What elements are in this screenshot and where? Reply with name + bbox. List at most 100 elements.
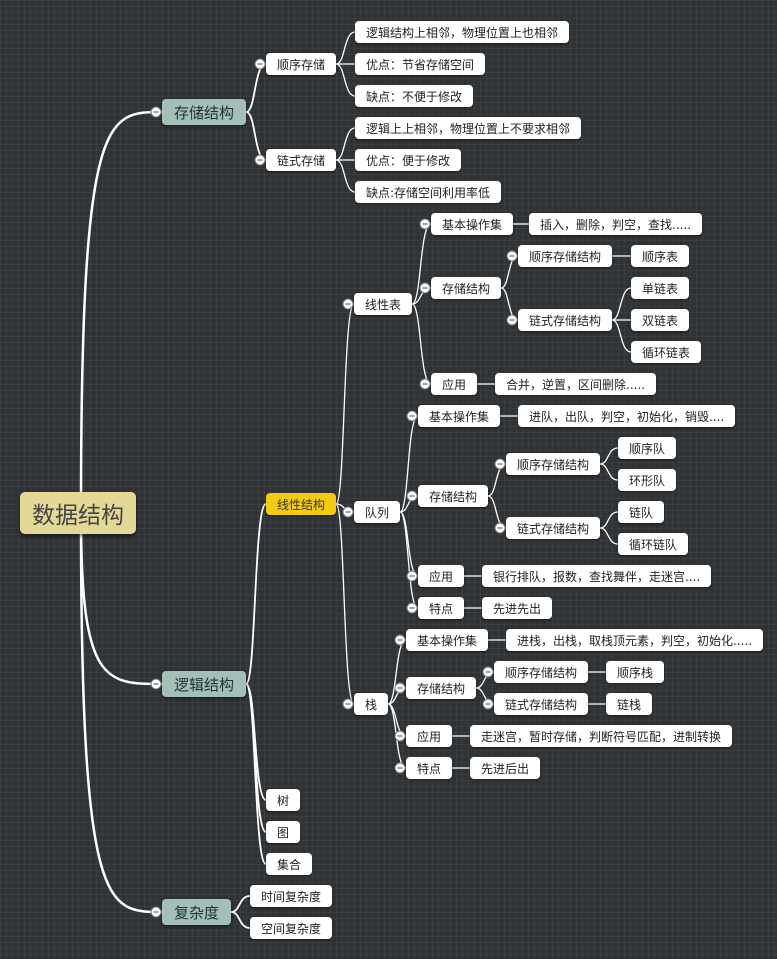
connector-line xyxy=(611,287,632,321)
collapse-toggle-icon[interactable] xyxy=(494,458,506,470)
list-linked-item[interactable]: 双链表 xyxy=(631,309,690,331)
queue-operations-value[interactable]: 进队，出队，判空，初始化，销毁.... xyxy=(518,405,736,427)
connector-line xyxy=(599,527,619,545)
collapse-toggle-icon[interactable] xyxy=(482,666,494,678)
collapse-toggle-icon[interactable] xyxy=(406,410,418,422)
queue-feature-value[interactable]: 先进先出 xyxy=(482,597,553,619)
stack-feature-value[interactable]: 先进后出 xyxy=(470,757,541,779)
list-sequential-storage[interactable]: 顺序存储结构 xyxy=(518,245,613,267)
collapse-toggle-icon[interactable] xyxy=(394,682,406,694)
collapse-toggle-icon[interactable] xyxy=(482,698,494,710)
queue-application-value[interactable]: 银行排队，报数，查找舞伴，走迷宫.... xyxy=(482,565,712,587)
stack-application-value[interactable]: 走迷宫，暂时存储，判断符号匹配，进制转换 xyxy=(470,725,733,747)
topic-linear-list[interactable]: 线性表 xyxy=(354,293,413,315)
collapse-toggle-icon[interactable] xyxy=(394,730,406,742)
connector-line xyxy=(79,516,163,914)
topic-storage-structure[interactable]: 存储结构 xyxy=(162,99,247,125)
list-application-value[interactable]: 合并，逆置，区间删除..... xyxy=(495,373,657,395)
root-topic[interactable]: 数据结构 xyxy=(20,492,136,534)
topic-linear-structure[interactable]: 线性结构 xyxy=(266,493,337,515)
queue-basic-operations[interactable]: 基本操作集 xyxy=(418,405,501,427)
queue-application[interactable]: 应用 xyxy=(418,565,465,587)
stack-operations-value[interactable]: 进栈，出栈，取栈顶元素，判空，初始化..... xyxy=(506,629,764,651)
stack-sequential-item[interactable]: 顺序栈 xyxy=(606,661,665,683)
collapse-toggle-icon[interactable] xyxy=(394,634,406,646)
stack-sequential-storage[interactable]: 顺序存储结构 xyxy=(494,661,589,683)
linked-storage-item[interactable]: 优点：便于修改 xyxy=(355,149,462,171)
queue-linked-item[interactable]: 循环链队 xyxy=(618,533,689,555)
connector-line xyxy=(79,516,163,686)
collapse-toggle-icon[interactable] xyxy=(342,298,354,310)
connector-line xyxy=(245,683,267,865)
collapse-toggle-icon[interactable] xyxy=(419,218,431,230)
connector-line xyxy=(79,110,163,510)
sequential-storage-item[interactable]: 优点：节省存储空间 xyxy=(355,53,486,75)
connector-line xyxy=(335,303,355,505)
connector-line xyxy=(335,159,356,193)
complexity-time[interactable]: 时间复杂度 xyxy=(250,885,333,907)
list-basic-operations[interactable]: 基本操作集 xyxy=(431,213,514,235)
collapse-toggle-icon[interactable] xyxy=(419,282,431,294)
collapse-toggle-icon[interactable] xyxy=(494,522,506,534)
list-linked-item[interactable]: 单链表 xyxy=(631,277,690,299)
list-operations-value[interactable]: 插入，删除，判空，查找..... xyxy=(529,213,703,235)
list-application[interactable]: 应用 xyxy=(431,373,478,395)
stack-linked-item[interactable]: 链栈 xyxy=(606,693,653,715)
sequential-storage-item[interactable]: 缺点：不便于修改 xyxy=(355,85,474,107)
topic-sequential-storage[interactable]: 顺序存储 xyxy=(266,53,337,75)
topic-queue[interactable]: 队列 xyxy=(354,501,401,523)
connector-line xyxy=(245,63,267,113)
linked-storage-item[interactable]: 逻辑上上相邻，物理位置上不要求相邻 xyxy=(355,117,582,139)
list-storage-structure[interactable]: 存储结构 xyxy=(431,277,502,299)
collapse-toggle-icon[interactable] xyxy=(406,490,418,502)
topic-set[interactable]: 集合 xyxy=(266,853,313,875)
sequential-storage-item[interactable]: 逻辑结构上相邻，物理位置上也相邻 xyxy=(355,21,570,43)
list-linked-item[interactable]: 循环链表 xyxy=(631,341,702,363)
topic-logical-structure[interactable]: 逻辑结构 xyxy=(162,671,247,697)
list-sequential-item[interactable]: 顺序表 xyxy=(631,245,690,267)
stack-application[interactable]: 应用 xyxy=(406,725,453,747)
stack-basic-operations[interactable]: 基本操作集 xyxy=(406,629,489,651)
stack-storage-structure[interactable]: 存储结构 xyxy=(406,677,477,699)
linked-storage-item[interactable]: 缺点:存储空间利用率低 xyxy=(355,181,502,203)
topic-tree[interactable]: 树 xyxy=(266,789,301,811)
queue-linked-storage[interactable]: 链式存储结构 xyxy=(506,517,601,539)
collapse-toggle-icon[interactable] xyxy=(506,250,518,262)
queue-linked-item[interactable]: 链队 xyxy=(618,501,665,523)
collapse-toggle-icon[interactable] xyxy=(150,906,162,918)
connector-line xyxy=(335,31,356,65)
collapse-toggle-icon[interactable] xyxy=(406,602,418,614)
topic-linked-storage[interactable]: 链式存储 xyxy=(266,149,337,171)
connector-line xyxy=(245,683,267,833)
topic-stack[interactable]: 栈 xyxy=(354,693,389,715)
collapse-toggle-icon[interactable] xyxy=(506,314,518,326)
connector-line xyxy=(335,503,355,705)
collapse-toggle-icon[interactable] xyxy=(342,506,354,518)
stack-feature[interactable]: 特点 xyxy=(406,757,453,779)
connector-line xyxy=(230,911,251,929)
collapse-toggle-icon[interactable] xyxy=(254,154,266,166)
collapse-toggle-icon[interactable] xyxy=(419,378,431,390)
topic-complexity[interactable]: 复杂度 xyxy=(162,899,232,925)
collapse-toggle-icon[interactable] xyxy=(406,570,418,582)
connector-line xyxy=(335,127,356,161)
connector-line xyxy=(399,511,419,609)
collapse-toggle-icon[interactable] xyxy=(342,698,354,710)
queue-sequential-item[interactable]: 环形队 xyxy=(618,469,677,491)
collapse-toggle-icon[interactable] xyxy=(254,58,266,70)
connector-line xyxy=(245,111,267,161)
collapse-toggle-icon[interactable] xyxy=(394,762,406,774)
collapse-toggle-icon[interactable] xyxy=(150,678,162,690)
connector-line xyxy=(230,895,251,913)
complexity-space[interactable]: 空间复杂度 xyxy=(250,917,333,939)
connector-line xyxy=(411,303,432,385)
queue-sequential-item[interactable]: 顺序队 xyxy=(618,437,677,459)
connector-line xyxy=(245,503,267,685)
list-linked-storage[interactable]: 链式存储结构 xyxy=(518,309,613,331)
queue-feature[interactable]: 特点 xyxy=(418,597,465,619)
queue-sequential-storage[interactable]: 顺序存储结构 xyxy=(506,453,601,475)
stack-linked-storage[interactable]: 链式存储结构 xyxy=(494,693,589,715)
topic-graph[interactable]: 图 xyxy=(266,821,301,843)
queue-storage-structure[interactable]: 存储结构 xyxy=(418,485,489,507)
collapse-toggle-icon[interactable] xyxy=(150,106,162,118)
